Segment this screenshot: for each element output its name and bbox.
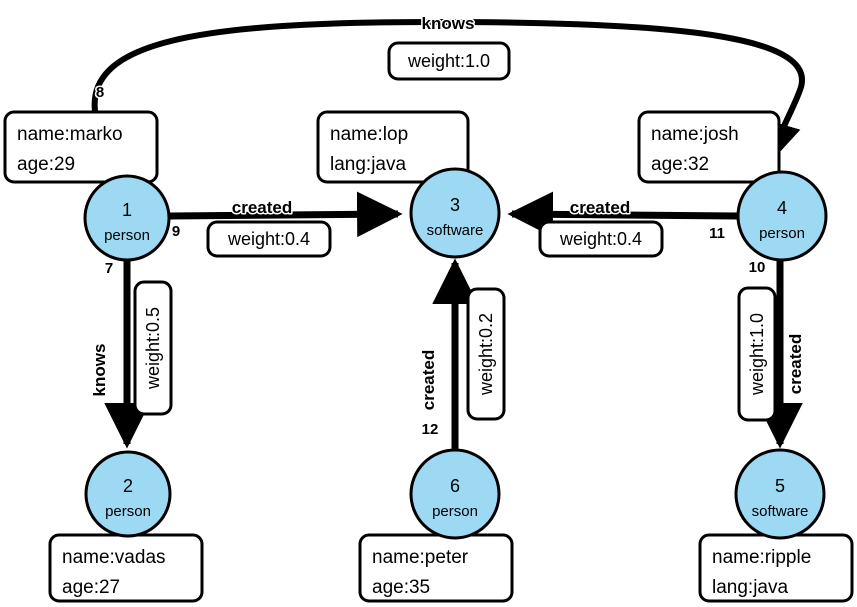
- property-box[interactable]: name:josh age:32: [637, 110, 781, 184]
- node-id: 5: [775, 476, 785, 496]
- edge-annotation: created 10: [747, 258, 806, 396]
- edge-annotation: created 9: [170, 197, 293, 242]
- node-id: 6: [450, 476, 460, 496]
- property-text: name:ripple: [712, 547, 811, 568]
- edge-id: 7: [105, 260, 113, 277]
- node-label: person: [759, 225, 805, 242]
- property-box[interactable]: name:vadas age:27: [48, 533, 204, 603]
- property-text: lang:java: [712, 577, 788, 598]
- property-text: age:35: [372, 577, 430, 598]
- edge-annotation: knows 7: [89, 259, 115, 398]
- node-id: 3: [450, 195, 460, 215]
- edge-label: created: [570, 198, 630, 217]
- edge-id: 12: [422, 421, 439, 438]
- edge-path-11[interactable]: [507, 191, 739, 238]
- weight-box[interactable]: weight:1.0: [387, 41, 511, 81]
- weight-box[interactable]: weight:1.0: [737, 286, 777, 422]
- property-box[interactable]: name:ripple lang:java: [698, 533, 854, 603]
- weight-boxes: weight:1.0 weight:0.4 weight:0.4 weight:0.5…: [133, 41, 777, 422]
- property-box[interactable]: name:lop lang:java: [316, 110, 470, 184]
- property-text: name:josh: [651, 124, 739, 145]
- edge-label: created: [786, 334, 805, 394]
- weight-text: weight:0.4: [227, 229, 310, 249]
- property-text: name:vadas: [62, 547, 166, 568]
- graph-node-6[interactable]: 6 person: [409, 448, 501, 540]
- edge-label: created: [232, 198, 292, 217]
- graph-node-2[interactable]: 2 person: [84, 450, 172, 538]
- edge-annotation: created 12: [418, 348, 440, 439]
- weight-box[interactable]: weight:0.4: [538, 220, 664, 258]
- node-label: person: [104, 227, 150, 244]
- weight-text: weight:0.2: [476, 313, 496, 396]
- node-label: software: [752, 503, 809, 520]
- edge-path-9[interactable]: [169, 191, 403, 238]
- node-label: software: [427, 222, 484, 239]
- edge-id: 11: [709, 225, 725, 242]
- edge-labels-layer: knows8created9created11knows7created12cr…: [89, 13, 807, 440]
- property-box[interactable]: name:marko age:29: [3, 110, 159, 184]
- edge-label: created: [419, 350, 438, 410]
- property-box[interactable]: name:peter age:35: [358, 533, 514, 603]
- property-text: name:marko: [17, 124, 123, 145]
- node-id: 1: [122, 200, 132, 220]
- edge-id: 9: [172, 223, 180, 240]
- edge-annotation: knows 8: [94, 13, 476, 103]
- weight-text: weight:1.0: [407, 51, 490, 71]
- weight-text: weight:1.0: [747, 313, 767, 396]
- property-text: name:lop: [330, 124, 408, 145]
- weight-box[interactable]: weight:0.2: [466, 287, 506, 421]
- property-text: lang:java: [330, 154, 406, 175]
- node-label: person: [105, 503, 151, 520]
- weight-box[interactable]: weight:0.5: [133, 280, 173, 416]
- nodes-layer: 1 person 2 person 3 software 4 person 5 software 6…: [83, 167, 828, 540]
- property-text: age:27: [62, 577, 120, 598]
- property-text: name:peter: [372, 547, 469, 568]
- graph-node-5[interactable]: 5 software: [734, 448, 826, 540]
- edge-label: knows: [422, 14, 475, 33]
- property-text: age:32: [651, 154, 709, 175]
- graph-node-1[interactable]: 1 person: [83, 174, 171, 262]
- property-text: age:29: [17, 154, 75, 175]
- node-label: person: [432, 503, 478, 520]
- edge-lines: [91, 18, 805, 451]
- weight-box[interactable]: weight:0.4: [206, 220, 332, 258]
- node-id: 4: [777, 198, 787, 218]
- property-boxes: name:marko age:29 name:vadas age:27 name:lop…: [3, 110, 854, 603]
- edge-label: knows: [90, 344, 109, 397]
- graph-node-4[interactable]: 4 person: [736, 170, 828, 262]
- graph-node-3[interactable]: 3 software: [409, 167, 501, 259]
- edge-id: 10: [749, 259, 766, 276]
- weight-text: weight:0.5: [143, 307, 163, 390]
- edge-id: 8: [96, 84, 104, 101]
- node-id: 2: [123, 476, 133, 496]
- edge-path-8[interactable]: [91, 18, 805, 162]
- edge-annotation: created 11: [568, 197, 726, 244]
- weight-text: weight:0.4: [559, 229, 642, 249]
